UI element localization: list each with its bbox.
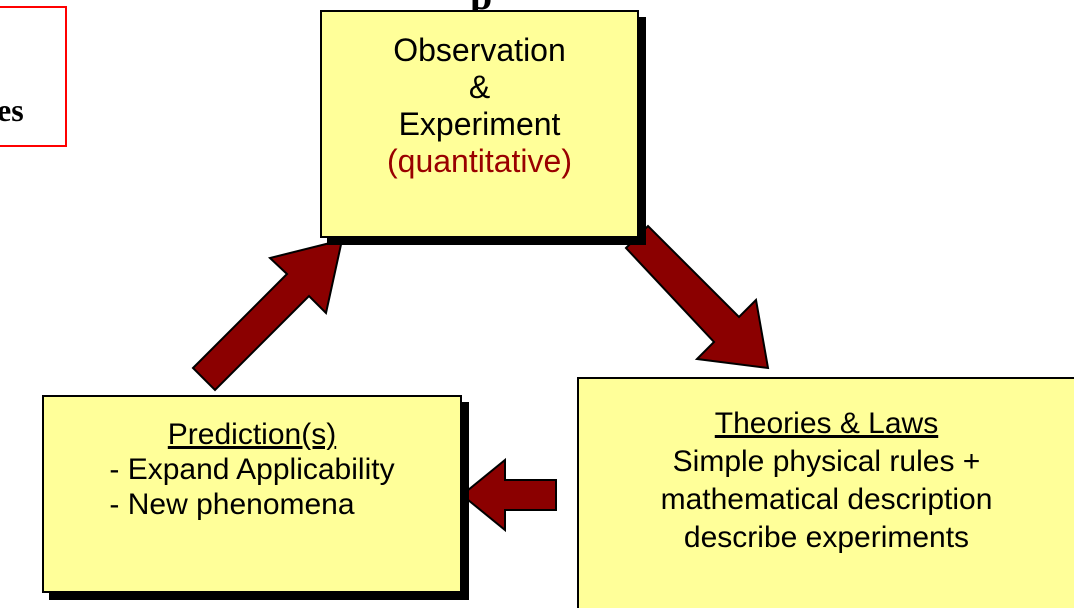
theories-box: Theories & Laws Simple physical rules + … bbox=[577, 377, 1074, 608]
arrow-observation-to-theories bbox=[624, 224, 770, 370]
ampersand-label: & bbox=[468, 69, 491, 105]
theories-title: Theories & Laws bbox=[714, 407, 939, 440]
prediction-item: - New phenomena bbox=[109, 488, 355, 521]
cropped-text-fragment: es bbox=[0, 92, 24, 128]
theories-line: mathematical description bbox=[660, 483, 993, 516]
observation-label: Observation bbox=[393, 32, 566, 68]
theories-line: describe experiments bbox=[683, 521, 970, 554]
quantitative-label: (quantitative) bbox=[387, 143, 572, 179]
observation-box: Observation & Experiment (quantitative) bbox=[320, 10, 639, 238]
prediction-box: Prediction(s) - Expand Applicability - N… bbox=[42, 395, 462, 593]
prediction-item: - Expand Applicability bbox=[109, 453, 395, 486]
cropped-frame bbox=[0, 6, 67, 147]
theories-line: Simple physical rules + bbox=[672, 445, 981, 478]
experiment-label: Experiment bbox=[398, 106, 561, 142]
arrow-prediction-to-observation bbox=[191, 238, 344, 392]
arrow-theories-to-prediction bbox=[460, 457, 557, 533]
prediction-title: Prediction(s) bbox=[167, 418, 337, 451]
